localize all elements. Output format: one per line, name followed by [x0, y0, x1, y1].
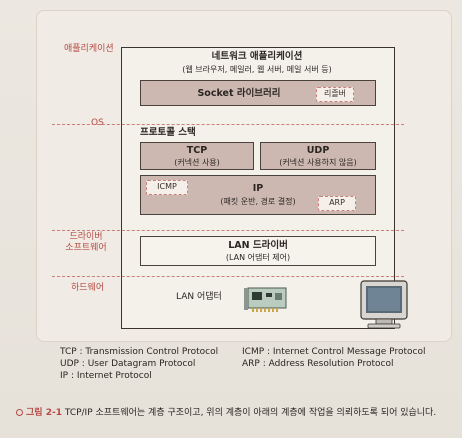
- lan-adapter-card-icon: [244, 287, 287, 312]
- network-app-title: 네트워크 애플리케이션: [211, 51, 303, 62]
- ip-label: IP: [252, 183, 264, 194]
- tcp-label: TCP: [186, 145, 208, 156]
- tcp-box: TCP (커넥션 사용): [140, 142, 254, 170]
- network-app-subtitle: (웹 브라우저, 메일러, 웹 서버, 메일 서버 등): [182, 65, 332, 74]
- layer-label-driver-line2: 소프트웨어: [65, 243, 107, 253]
- arp-tag: ARP: [318, 196, 356, 211]
- caption-bullet-icon: [16, 409, 23, 416]
- lan-adapter-label: LAN 어댑터: [176, 292, 222, 302]
- socket-library-label: Socket 라이브러리: [197, 88, 281, 99]
- caption-text: TCP/IP 소프트웨어는 계층 구조이고, 위의 계층이 아래의 계층에 작업…: [64, 408, 437, 418]
- separator-os-driver: [52, 230, 404, 231]
- resolver-tag: 리졸버: [316, 87, 354, 102]
- computer-monitor-icon: [360, 280, 408, 329]
- legend-ip: IP : Internet Protocol: [60, 371, 152, 381]
- legend-tcp: TCP : Transmission Control Protocol: [60, 347, 219, 357]
- layer-label-driver-line1: 드라이버: [69, 232, 103, 242]
- legend-arp: ARP : Address Resolution Protocol: [242, 359, 394, 369]
- tcp-desc: (커넥션 사용): [174, 158, 220, 167]
- udp-label: UDP: [306, 145, 330, 156]
- udp-desc: (커넥션 사용하지 않음): [279, 158, 357, 167]
- ip-desc: (패킷 운반, 경로 결정): [220, 197, 296, 206]
- layer-label-driver-software: 드라이버 소프트웨어: [58, 232, 114, 254]
- icmp-tag: ICMP: [146, 180, 188, 195]
- legend-udp: UDP : User Datagram Protocol: [60, 359, 196, 369]
- separator-driver-hardware: [52, 276, 404, 277]
- caption-figure-number: 그림 2-1: [26, 408, 62, 418]
- layer-label-hardware: 하드웨어: [71, 283, 105, 293]
- lan-driver-box: LAN 드라이버 (LAN 어댑터 제어): [140, 236, 376, 266]
- figure-caption: 그림 2-1 TCP/IP 소프트웨어는 계층 구조이고, 위의 계층이 아래의…: [16, 407, 452, 419]
- lan-driver-desc: (LAN 어댑터 제어): [225, 253, 291, 262]
- protocol-stack-title: 프로토콜 스택: [140, 127, 196, 138]
- layer-label-os: OS: [91, 118, 104, 128]
- legend-icmp: ICMP : Internet Control Message Protocol: [242, 347, 426, 357]
- separator-application-os: [52, 124, 404, 125]
- udp-box: UDP (커넥션 사용하지 않음): [260, 142, 376, 170]
- lan-driver-title: LAN 드라이버: [228, 240, 288, 251]
- layer-label-application: 애플리케이션: [64, 44, 114, 54]
